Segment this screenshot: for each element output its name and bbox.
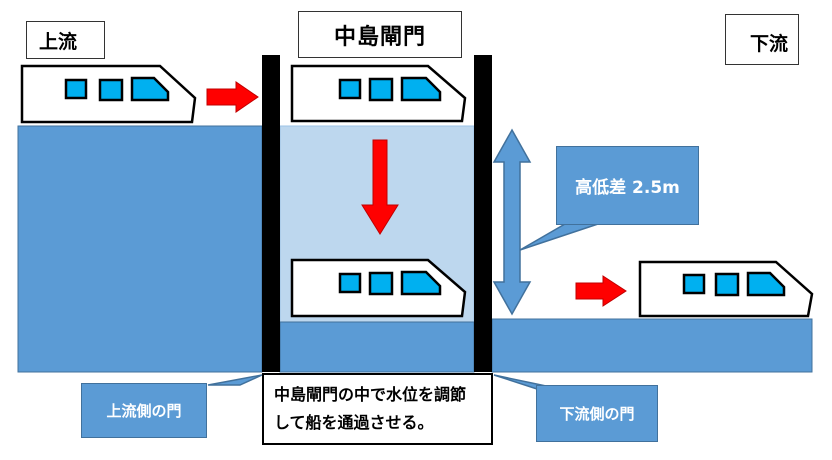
lock-name-label: 中島閘門 [298,11,462,58]
downstream-water [491,318,813,373]
downstream-gate [474,55,492,372]
explanation-box: 中島閘門の中で水位を調節して船を通過させる。 [262,373,493,445]
arrow-out-lock [575,275,627,307]
upstream-gate-callout-tail [207,374,263,386]
lock-chamber-water [279,321,475,373]
height-diff-arrow [492,128,532,316]
upstream-label: 上流 [26,21,105,59]
height-callout-tail [519,223,599,251]
upstream-gate [262,55,280,372]
upstream-gate-callout: 上流側の門 [81,383,207,438]
boat-upstream [20,64,197,124]
boat-lock-lower [290,258,467,318]
height-diff-callout: 高低差 2.5m [556,146,699,225]
arrow-into-lock [206,81,259,113]
downstream-gate-callout: 下流側の門 [536,385,658,442]
upstream-water [17,125,263,373]
boat-lock-upper [290,64,467,123]
downstream-label: 下流 [725,14,799,65]
boat-downstream [638,260,814,318]
arrow-down [361,139,399,235]
